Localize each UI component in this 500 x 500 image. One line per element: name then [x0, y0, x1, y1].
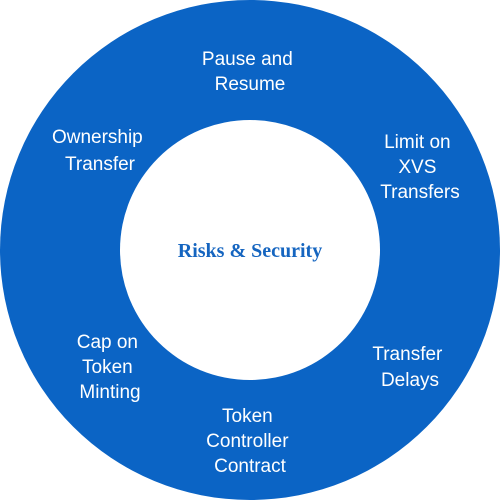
segment-token-controller-contract: Token Controller Contract [206, 406, 294, 477]
segment-transfer-delays: Transfer Delays [372, 344, 447, 391]
center-circle [120, 120, 380, 380]
segment-limit-on-xvs-transfers: Limit on XVS Transfers [380, 132, 460, 203]
segment-ownership-transfer: Ownership Transfer [52, 127, 148, 175]
segment-cap-on-token-minting: Cap on Token Minting [77, 332, 144, 403]
center-label: Risks & Security [178, 240, 322, 262]
segment-pause-and-resume: Pause and Resume [202, 49, 298, 95]
